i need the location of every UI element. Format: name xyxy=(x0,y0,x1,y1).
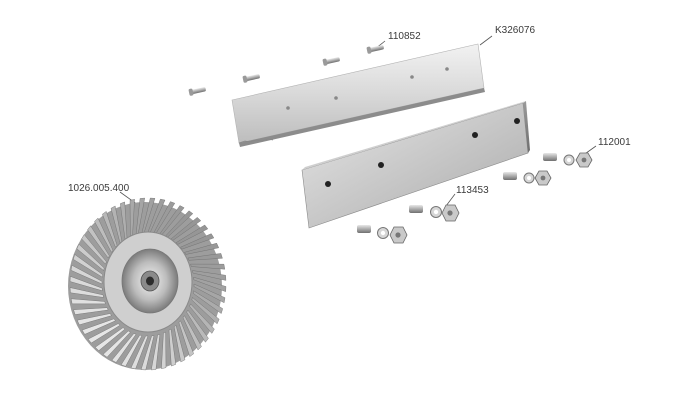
fan-blade xyxy=(69,276,103,292)
leader-113453 xyxy=(445,193,456,207)
fan-blade xyxy=(102,330,131,358)
block-hole xyxy=(472,132,478,138)
label-113453: 113453 xyxy=(456,185,489,196)
fan-blade xyxy=(191,297,220,325)
label-110852: 110852 xyxy=(388,31,421,42)
fan-blade xyxy=(70,264,103,285)
fan-blade xyxy=(187,253,223,261)
fan-blade xyxy=(193,276,227,292)
label-1026-005-400: 1026.005.400 xyxy=(68,183,130,194)
bolt xyxy=(357,225,371,233)
fan-blade xyxy=(192,270,227,281)
fan-blade xyxy=(184,242,220,255)
fan-blade xyxy=(151,333,161,371)
bolt xyxy=(543,153,557,161)
washer-hole xyxy=(380,230,386,236)
fan-blade xyxy=(81,318,116,335)
blade-hole xyxy=(334,96,338,100)
fan-blade xyxy=(87,323,121,344)
fan-blade xyxy=(189,303,215,334)
fan-blade xyxy=(175,224,209,245)
fan-blade xyxy=(76,243,105,271)
fan-shaft-bore xyxy=(146,276,154,286)
fan-blade xyxy=(69,287,104,298)
fan-blade xyxy=(193,290,223,314)
fan-blade xyxy=(161,331,167,369)
counter-block xyxy=(301,101,530,229)
nut-hole xyxy=(540,175,546,181)
fan-blade xyxy=(94,217,114,253)
bolt xyxy=(503,172,517,180)
fan-blade xyxy=(140,335,155,371)
blade-hole xyxy=(286,106,290,110)
screw xyxy=(188,87,206,96)
fan-blade xyxy=(173,324,186,363)
washer-hole xyxy=(433,209,439,215)
fan-blades xyxy=(69,197,227,371)
fan-blade xyxy=(111,333,137,363)
fan-blade xyxy=(120,334,143,367)
nut-hole xyxy=(395,232,401,238)
washer-hole xyxy=(527,176,531,180)
nut-hole xyxy=(447,210,453,216)
blade-k326076 xyxy=(231,43,485,147)
blade-serrated-edge xyxy=(238,138,274,144)
label-k326076: K326076 xyxy=(495,25,536,36)
fan-blade xyxy=(70,298,106,305)
fan-blade xyxy=(178,320,194,357)
fan-blade xyxy=(193,283,226,304)
fan-blade xyxy=(190,263,226,270)
fan-blade xyxy=(168,328,176,367)
screw xyxy=(242,74,260,83)
leader-k326076 xyxy=(479,35,493,46)
fan-blade xyxy=(186,309,209,343)
fan-blade xyxy=(180,233,215,250)
screw xyxy=(366,45,384,54)
washer-hole xyxy=(567,158,571,162)
screw-set-110852 xyxy=(188,45,384,96)
fan-blade xyxy=(87,225,110,259)
fan-blade xyxy=(76,313,112,326)
fan-blade xyxy=(182,315,202,351)
fan-blade xyxy=(102,211,118,248)
fan-wheel-1026-005-400 xyxy=(68,197,227,371)
fan-blade xyxy=(94,327,126,351)
blade-hole xyxy=(410,75,414,79)
nut-hole xyxy=(581,157,587,163)
fan-blade xyxy=(81,234,107,265)
block-hole xyxy=(325,181,331,187)
blade-hole xyxy=(445,67,449,71)
bolt xyxy=(409,205,423,213)
fan-blade xyxy=(73,307,109,315)
fastener-set-112001 xyxy=(503,152,593,186)
fan-blade xyxy=(130,335,149,370)
block-hole xyxy=(514,118,520,124)
screw xyxy=(322,57,340,66)
label-112001: 112001 xyxy=(598,137,631,148)
fastener-set-113453 xyxy=(357,204,460,244)
block-hole xyxy=(378,162,384,168)
fan-blade xyxy=(73,254,103,278)
